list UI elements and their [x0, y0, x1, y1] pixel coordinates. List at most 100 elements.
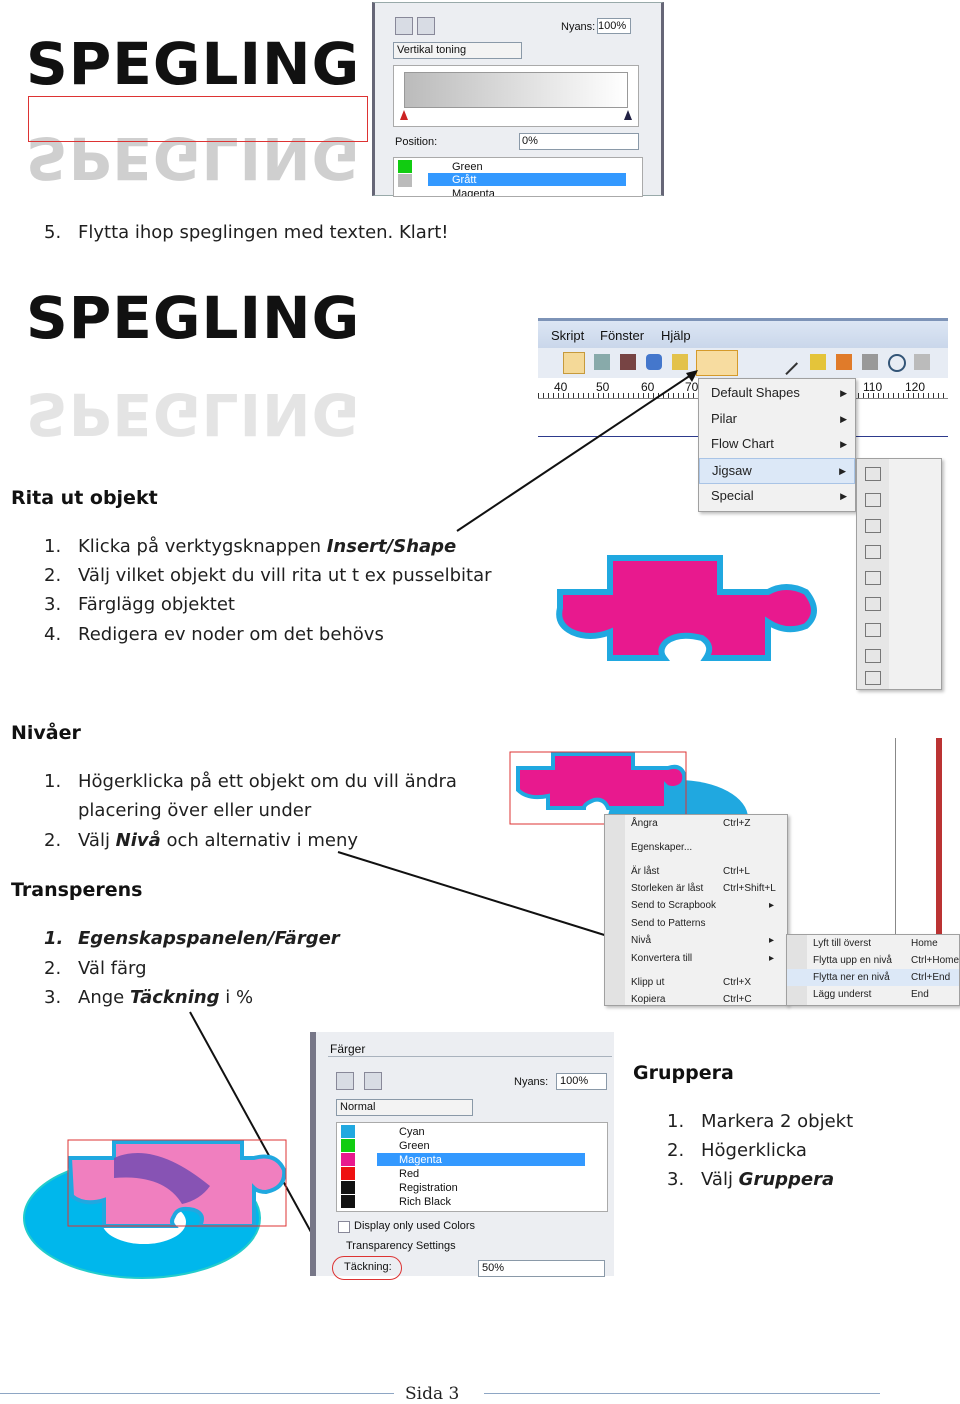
- footer-rule-right: [484, 1393, 880, 1394]
- trans-item-2: 2.Väl färg: [44, 958, 147, 979]
- jigsaw-piece-icon[interactable]: [865, 467, 881, 481]
- text-tool-icon[interactable]: [914, 354, 930, 370]
- trans-item-1: 1.Egenskapspanelen/Färger: [44, 928, 340, 949]
- heading-rita: Rita ut objekt: [11, 487, 158, 509]
- jigsaw-piece-icon[interactable]: [865, 493, 881, 507]
- position-label: Position:: [395, 136, 438, 148]
- nyans-field[interactable]: 100%: [556, 1073, 607, 1090]
- spegling-logo: SPEGLING: [26, 30, 361, 98]
- selection-frame: [28, 96, 368, 142]
- gruppera-item-1: 1.Markera 2 objekt: [667, 1111, 854, 1132]
- insert-shape-button[interactable]: [696, 350, 738, 376]
- rita-item-3: 3.Färglägg objektet: [44, 594, 235, 615]
- toolbar: [538, 348, 948, 378]
- edit-icon[interactable]: [364, 1072, 382, 1090]
- tool-icon[interactable]: [336, 1072, 354, 1090]
- tool-icon[interactable]: [395, 17, 413, 35]
- shape-menu: Default Shapes▶ Pilar▶ Flow Chart▶ Jigsa…: [698, 378, 856, 512]
- menubar: Skript Fönster Hjälp: [538, 318, 948, 349]
- page-number: Sida 3: [405, 1384, 460, 1404]
- used-colors-label: Display only used Colors: [354, 1220, 476, 1232]
- nyans-label: Nyans:: [514, 1076, 549, 1088]
- jigsaw-piece-icon[interactable]: [865, 519, 881, 533]
- menu-pilar[interactable]: Pilar▶: [711, 411, 847, 426]
- nyans-field[interactable]: 100%: [597, 18, 631, 34]
- frame-tool-icon[interactable]: [594, 354, 610, 370]
- jigsaw-piece-icon[interactable]: [865, 597, 881, 611]
- ctx-konvertera[interactable]: Konvertera till▸: [631, 953, 775, 964]
- rotate-icon[interactable]: [862, 354, 878, 370]
- puzzle-piece: [556, 555, 817, 661]
- pen-tool-icon[interactable]: [810, 354, 826, 370]
- menu-hjalp[interactable]: Hjälp: [661, 328, 691, 343]
- gruppera-item-2: 2.Högerklicka: [667, 1140, 807, 1161]
- spegling-logo-2-reflection: SPEGLING: [26, 380, 361, 448]
- farger-title: Färger: [330, 1042, 366, 1056]
- menu-default-shapes[interactable]: Default Shapes▶: [711, 385, 847, 400]
- trans-item-3: 3.Ange Täckning i %: [44, 987, 254, 1008]
- table-tool-icon[interactable]: [672, 354, 688, 370]
- gradient-stop-right[interactable]: [624, 110, 632, 120]
- gradient-dropdown[interactable]: Vertikal toning: [393, 42, 522, 59]
- ctx-scrapbook[interactable]: Send to Scrapbook▸: [631, 900, 775, 911]
- heading-gruppera: Gruppera: [633, 1062, 734, 1084]
- line-tool-icon[interactable]: [773, 350, 799, 376]
- ctx-patterns[interactable]: Send to Patterns: [631, 918, 706, 929]
- heading-trans: Transperens: [11, 879, 143, 901]
- rita-item-4: 4.Redigera ev noder om det behövs: [44, 624, 384, 645]
- nivaer-item-2: 2.Välj Nivå och alternativ i meny: [44, 830, 359, 851]
- heading-nivaer: Nivåer: [11, 722, 81, 744]
- rita-item-2: 2.Välj vilket objekt du vill rita ut t e…: [44, 565, 492, 586]
- gear-icon[interactable]: [646, 354, 662, 370]
- tackning-highlight: [332, 1256, 402, 1280]
- jigsaw-piece-icon[interactable]: [865, 649, 881, 663]
- tackning-field[interactable]: 50%: [478, 1260, 605, 1277]
- menu-skript[interactable]: Skript: [551, 328, 585, 343]
- jigsaw-piece-icon[interactable]: [865, 545, 881, 559]
- gradient-panel: Nyans: 100% Vertikal toning Position: 0%…: [372, 2, 664, 197]
- menu-special[interactable]: Special▶: [711, 488, 847, 503]
- footer-rule-left: [0, 1393, 394, 1394]
- edit-icon[interactable]: [417, 17, 435, 35]
- used-colors-checkbox[interactable]: [338, 1221, 350, 1233]
- rita-item-1: 1.Klicka på verktygsknappen Insert/Shape: [44, 536, 457, 557]
- jigsaw-submenu: [856, 458, 942, 690]
- nivaer-item-1: 1.Högerklicka på ett objekt om du vill ä…: [44, 771, 457, 792]
- blend-dropdown[interactable]: Normal: [336, 1099, 473, 1116]
- gradient-preview: [393, 65, 639, 127]
- zoom-icon[interactable]: [888, 354, 906, 372]
- ctx-egenskaper[interactable]: Egenskaper...: [631, 842, 693, 853]
- gruppera-item-3: 3.Välj Gruppera: [667, 1169, 835, 1190]
- pencil-icon[interactable]: [836, 354, 852, 370]
- gradient-stop-left[interactable]: [400, 110, 408, 120]
- position-field[interactable]: 0%: [519, 133, 639, 150]
- menu-fonster[interactable]: Fönster: [600, 328, 645, 343]
- select-tool-icon[interactable]: [563, 352, 585, 374]
- jigsaw-piece-icon[interactable]: [865, 571, 881, 585]
- menu-flow-chart[interactable]: Flow Chart▶: [711, 436, 847, 451]
- shape-ui: Skript Fönster Hjälp 40 50 60 70 110 120…: [538, 318, 948, 690]
- menu-jigsaw[interactable]: Jigsaw▶: [699, 458, 855, 484]
- color-list[interactable]: Green Grått Magenta: [393, 157, 643, 197]
- nivaer-item-1-cont: placering över eller under: [78, 800, 312, 821]
- jigsaw-piece-icon[interactable]: [865, 671, 881, 685]
- color-list-2[interactable]: Cyan Green Magenta Red Registration Rich…: [336, 1122, 608, 1212]
- spegling-logo-2: SPEGLING: [26, 284, 361, 352]
- nyans-label: Nyans:: [561, 21, 596, 33]
- jigsaw-piece-icon[interactable]: [865, 623, 881, 637]
- transparency-group: Transparency Settings: [346, 1240, 456, 1252]
- ctx-niva[interactable]: Nivå▸: [631, 935, 775, 946]
- image-tool-icon[interactable]: [620, 354, 636, 370]
- tackning-label: Täckning:: [344, 1261, 392, 1273]
